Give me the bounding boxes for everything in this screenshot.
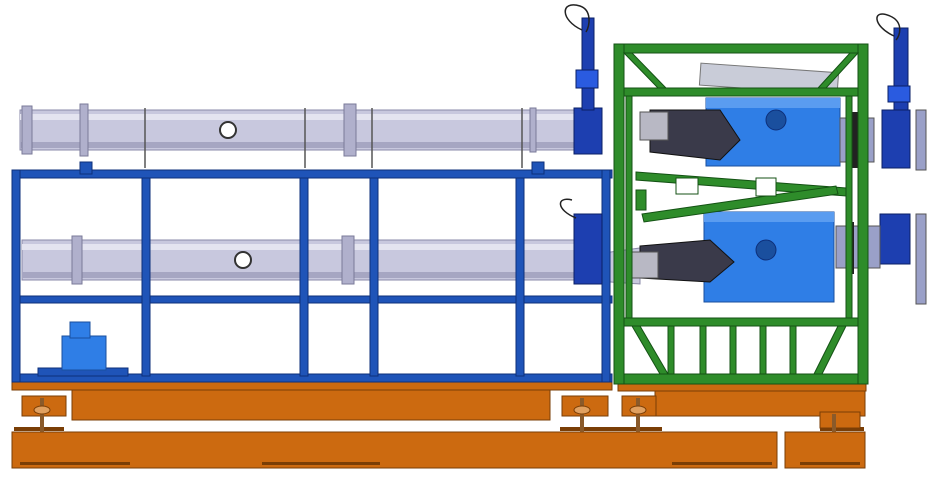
frame-top-rail xyxy=(11,169,613,179)
viewport xyxy=(755,239,777,261)
pipe-port xyxy=(234,251,252,269)
green-frame-strut xyxy=(729,325,737,375)
green-clamp xyxy=(675,177,699,195)
lower-base-beam-left xyxy=(11,431,778,469)
leveling-foot xyxy=(21,395,67,432)
frame-post xyxy=(299,177,309,377)
green-frame-post xyxy=(857,43,869,385)
valve-cable xyxy=(876,13,901,41)
base-rail-right xyxy=(617,383,867,392)
bolt-strip xyxy=(14,427,864,465)
green-frame-post xyxy=(613,43,625,385)
pipe-flange xyxy=(21,105,33,155)
frame-post xyxy=(601,169,611,383)
viewport xyxy=(765,109,787,131)
gate-valve-lower-right xyxy=(879,213,911,265)
chamber-flange xyxy=(850,112,858,168)
valve-cable xyxy=(559,198,577,219)
lower-beam-pipe xyxy=(21,235,641,285)
frame-post xyxy=(11,169,21,383)
pump-unit xyxy=(37,321,129,377)
pipe-port xyxy=(219,121,237,139)
green-frame-brace xyxy=(622,52,668,89)
upper-vacuum-chamber xyxy=(639,62,875,168)
detector-housing xyxy=(639,111,669,141)
green-frame-strut xyxy=(699,325,707,375)
upper-base-beam-blue-frame xyxy=(71,387,551,421)
leveling-foot xyxy=(621,395,657,432)
green-frame-brace xyxy=(816,52,860,89)
base-rail xyxy=(11,381,613,391)
pipe-flange xyxy=(71,235,83,285)
frame-post xyxy=(369,177,379,377)
upper-beam-pipe xyxy=(19,103,581,168)
green-frame-post xyxy=(845,95,853,319)
green-frame-strut xyxy=(789,325,797,375)
leveling-feet xyxy=(21,395,861,432)
gate-valve-lower-left xyxy=(559,198,603,285)
blue-support-frame xyxy=(11,161,613,383)
detector-cone xyxy=(649,109,741,161)
frame-clamp xyxy=(531,161,545,175)
green-bracket xyxy=(635,189,647,211)
gate-valve-upper-right xyxy=(876,13,911,169)
green-frame-strut xyxy=(759,325,767,375)
gate-valves xyxy=(559,4,927,305)
green-chamber-frame xyxy=(613,43,869,385)
upper-base-beam-green-frame xyxy=(654,387,866,417)
pipe-flange xyxy=(529,107,537,153)
green-frame-lower-rail xyxy=(619,317,867,327)
gate-valve-upper-left xyxy=(564,4,603,155)
green-frame-strut xyxy=(667,325,675,375)
leveling-foot xyxy=(819,411,861,432)
detector-housing xyxy=(631,251,659,279)
end-flange xyxy=(915,109,927,171)
green-frame-top xyxy=(613,43,869,54)
green-frame-upper-rail xyxy=(619,87,867,97)
frame-post xyxy=(141,177,151,377)
green-frame-brace xyxy=(813,325,847,375)
pipe-hangers xyxy=(144,108,523,168)
frame-clamp xyxy=(79,161,93,175)
green-clamp xyxy=(755,177,777,197)
green-frame-bottom xyxy=(617,373,869,385)
frame-post xyxy=(515,177,525,377)
end-flange xyxy=(915,213,927,305)
pipe-flange xyxy=(341,235,355,285)
valve-cable xyxy=(564,4,590,33)
pipe-flange xyxy=(343,103,357,157)
orange-base-beams xyxy=(11,381,867,469)
green-frame-post xyxy=(625,95,633,319)
pipe-flange xyxy=(79,103,89,157)
leveling-foot xyxy=(561,395,609,432)
